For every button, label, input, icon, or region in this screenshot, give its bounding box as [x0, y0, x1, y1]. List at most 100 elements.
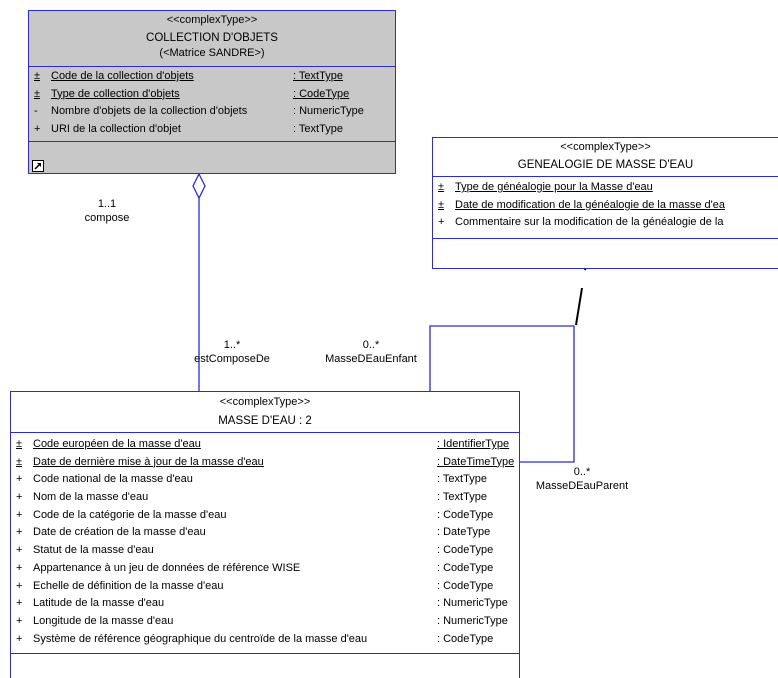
compose-label: 1..1 compose — [72, 197, 142, 225]
attribute-visibility: + — [34, 123, 41, 136]
attribute-type: : IdentifierType — [437, 438, 510, 450]
attribute-visibility: ± — [34, 87, 41, 100]
masse-attribute-row: ± Date de dernière mise à jour de la mas… — [11, 454, 519, 472]
attribute-name: Code de la catégorie de la masse d'eau — [33, 508, 227, 521]
attribute-visibility: + — [438, 216, 445, 229]
attribute-visibility: + — [16, 491, 23, 504]
masse-attribute-row: + Longitude de la masse d'eau : NumericT… — [11, 613, 519, 631]
estcomposede-multiplicity: 1..* — [223, 339, 241, 351]
parent-label: 0..* MasseDEauParent — [524, 465, 640, 493]
attribute-name: Appartenance à un jeu de données de réfé… — [33, 561, 301, 574]
attribute-visibility: + — [16, 473, 23, 486]
collection-attribute-row: - Nombre d'objets de la collection d'obj… — [29, 103, 395, 121]
masse-attribute-row: + Appartenance à un jeu de données de ré… — [11, 560, 519, 578]
attribute-visibility: ± — [34, 70, 41, 82]
attribute-name: Code européen de la masse d'eau — [33, 438, 201, 450]
collection-stereotype: <<complexType>> — [166, 14, 258, 26]
shortcut-arrow-icon[interactable] — [32, 160, 44, 172]
estcomposede-role: estComposeDe — [194, 353, 270, 365]
collection-attribute-row: + URI de la collection d'objet : TextTyp… — [29, 121, 395, 139]
attribute-type: : DateType — [437, 526, 491, 539]
attribute-visibility: + — [16, 526, 23, 539]
masse-attribute-row: + Statut de la masse d'eau : CodeType — [11, 542, 519, 560]
attribute-name: Commentaire sur la modification de la gé… — [455, 216, 724, 229]
attribute-type: : CodeType — [437, 508, 494, 521]
genealogie-link-dash-lower — [575, 287, 583, 326]
attribute-visibility: ± — [16, 438, 23, 450]
attribute-type: : CodeType — [437, 632, 494, 645]
attribute-visibility: + — [16, 597, 23, 610]
masse-attribute-row: + Echelle de définition de la masse d'ea… — [11, 578, 519, 596]
attribute-visibility: + — [16, 508, 23, 521]
masse-attribute-row: + Nom de la masse d'eau : TextType — [11, 489, 519, 507]
attribute-type: : CodeType — [437, 561, 494, 574]
attribute-visibility: + — [16, 614, 23, 627]
attribute-type: : NumericType — [437, 614, 508, 627]
enfant-role: MasseDEauEnfant — [325, 353, 417, 365]
attribute-name: Date de dernière mise à jour de la masse… — [33, 455, 264, 468]
masse-eau-class[interactable]: <<complexType>> MASSE D'EAU : 2 ± Code e… — [10, 391, 520, 678]
aggregation-diamond — [192, 172, 206, 200]
attribute-type: : TextType — [437, 491, 487, 504]
attribute-name: Nom de la masse d'eau — [33, 491, 149, 504]
collection-attribute-row: ± Code de la collection d'objets : TextT… — [29, 68, 395, 86]
attribute-type: : DateTimeType — [437, 455, 515, 468]
masse-attributes: ± Code européen de la masse d'eau : Iden… — [11, 433, 519, 655]
attribute-name: Nombre d'objets de la collection d'objet… — [51, 105, 248, 118]
attribute-name: URI de la collection d'objet — [51, 123, 181, 136]
genealogie-attributes: ± Type de généalogie pour la Masse d'eau… — [433, 177, 778, 240]
attribute-type: : TextType — [293, 123, 343, 136]
attribute-name: Echelle de définition de la masse d'eau — [33, 579, 224, 592]
compose-role: compose — [84, 212, 130, 224]
attribute-visibility: ± — [438, 181, 445, 193]
attribute-name: Date de création de la masse d'eau — [33, 526, 206, 539]
genealogie-attribute-row: + Commentaire sur la modification de la … — [433, 214, 778, 232]
attribute-name: Système de référence géographique du cen… — [33, 632, 368, 645]
genealogie-attribute-row: ± Date de modification de la généalogie … — [433, 197, 778, 215]
collection-subtitle: (<Matrice SANDRE>) — [159, 47, 265, 59]
enfant-association-line — [429, 325, 575, 463]
attribute-name: Code de la collection d'objets — [51, 70, 194, 82]
estcomposede-label: 1..* estComposeDe — [186, 338, 278, 366]
attribute-name: Type de généalogie pour la Masse d'eau — [455, 181, 653, 193]
attribute-name: Code national de la masse d'eau — [33, 473, 193, 486]
parent-multiplicity: 0..* — [573, 466, 591, 478]
masse-stereotype: <<complexType>> — [219, 396, 311, 408]
genealogie-title: GENEALOGIE DE MASSE D'EAU — [517, 159, 694, 171]
attribute-type: : TextType — [293, 70, 343, 82]
attribute-visibility: ± — [16, 455, 23, 468]
collection-title: COLLECTION D'OBJETS — [146, 32, 278, 44]
genealogie-header: <<complexType>> GENEALOGIE DE MASSE D'EA… — [433, 138, 778, 177]
collection-attribute-row: ± Type de collection d'objets : CodeType — [29, 86, 395, 104]
attribute-name: Statut de la masse d'eau — [33, 544, 154, 557]
masse-attribute-row: + Code de la catégorie de la masse d'eau… — [11, 507, 519, 525]
attribute-name: Latitude de la masse d'eau — [33, 597, 165, 610]
collection-header: <<complexType>> COLLECTION D'OBJETS (<Ma… — [29, 11, 395, 67]
attribute-visibility: + — [16, 632, 23, 645]
attribute-visibility: + — [16, 579, 23, 592]
enfant-label: 0..* MasseDEauEnfant — [314, 338, 428, 366]
attribute-name: Date de modification de la généalogie de… — [455, 198, 725, 211]
genealogie-attribute-row: ± Type de généalogie pour la Masse d'eau — [433, 179, 778, 197]
masse-attribute-row: + Date de création de la masse d'eau : D… — [11, 524, 519, 542]
attribute-type: : CodeType — [437, 544, 494, 557]
masse-title: MASSE D'EAU : 2 — [218, 415, 312, 427]
masse-attribute-row: ± Code européen de la masse d'eau : Iden… — [11, 436, 519, 454]
masse-attribute-row: + Système de référence géographique du c… — [11, 631, 519, 649]
attribute-visibility: + — [16, 544, 23, 557]
attribute-visibility: + — [16, 561, 23, 574]
attribute-name: Type de collection d'objets — [51, 87, 180, 100]
enfant-multiplicity: 0..* — [362, 339, 380, 351]
genealogie-class[interactable]: <<complexType>> GENEALOGIE DE MASSE D'EA… — [432, 137, 778, 269]
attribute-type: : NumericType — [293, 105, 364, 118]
compose-multiplicity: 1..1 — [97, 198, 117, 210]
parent-role: MasseDEauParent — [535, 480, 629, 492]
attribute-visibility: ± — [438, 198, 445, 211]
attribute-name: Longitude de la masse d'eau — [33, 614, 174, 627]
attribute-type: : CodeType — [293, 87, 350, 100]
attribute-type: : CodeType — [437, 579, 494, 592]
masse-attribute-row: + Latitude de la masse d'eau : NumericTy… — [11, 595, 519, 613]
masse-header: <<complexType>> MASSE D'EAU : 2 — [11, 392, 519, 433]
masse-attribute-row: + Code national de la masse d'eau : Text… — [11, 471, 519, 489]
collection-objets-class[interactable]: <<complexType>> COLLECTION D'OBJETS (<Ma… — [28, 10, 396, 174]
